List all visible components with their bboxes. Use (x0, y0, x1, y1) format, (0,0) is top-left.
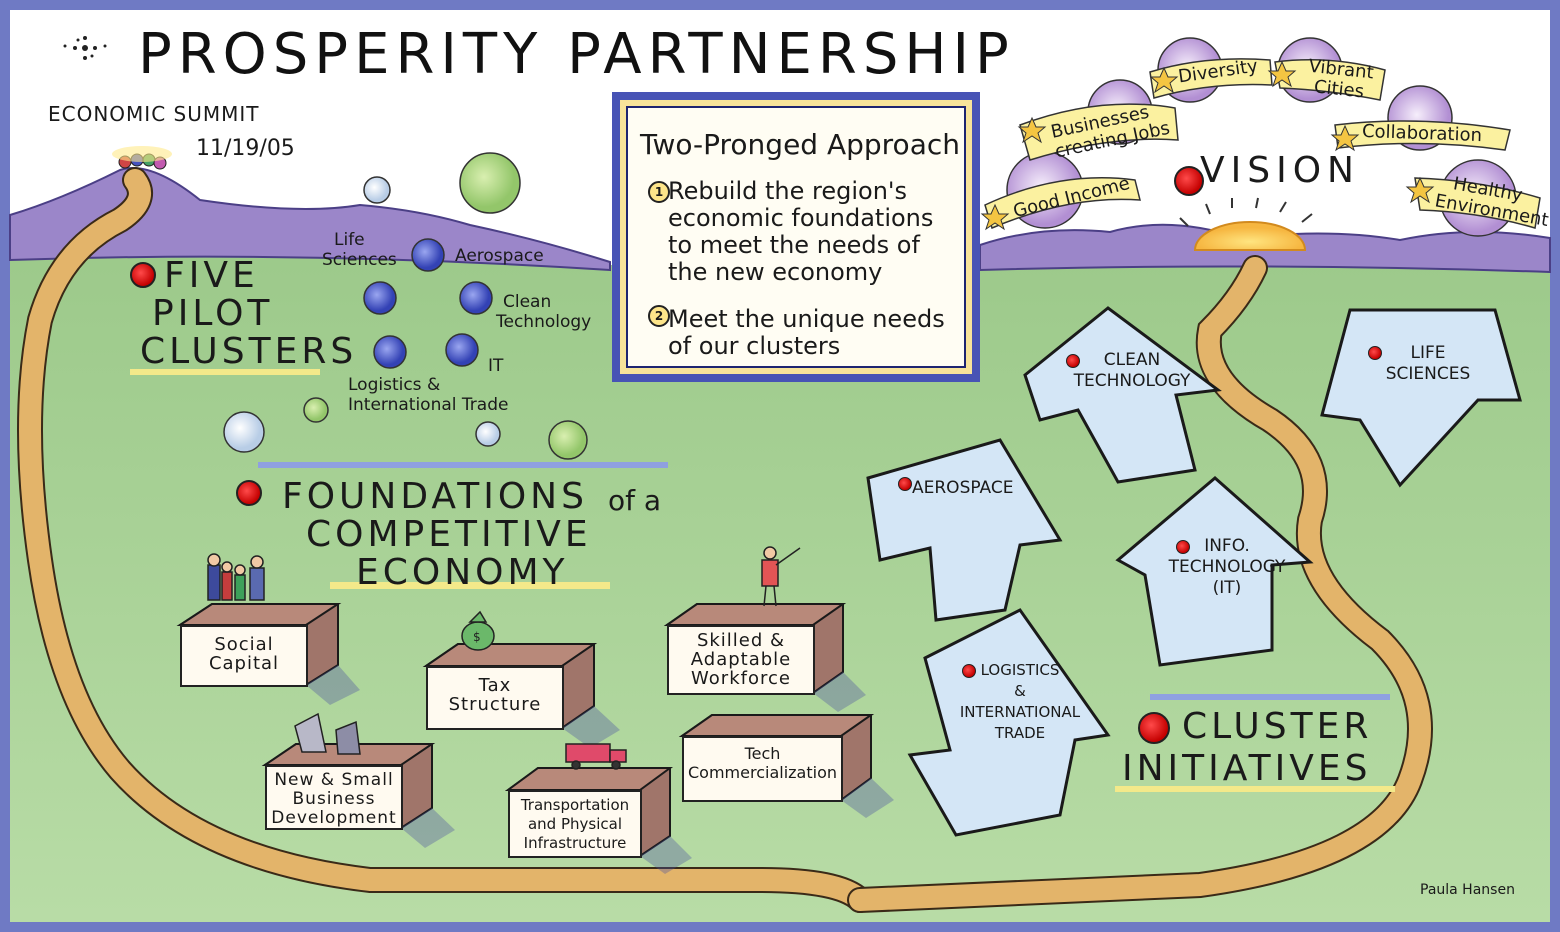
orb-green (459, 152, 521, 214)
bullet-aerospace (898, 477, 912, 491)
label-sciences: Sciences (322, 250, 397, 270)
bullet-vision (1174, 166, 1204, 196)
bullet-it (1176, 540, 1190, 554)
five-pilot-line2: PILOT (152, 293, 274, 334)
highlight-marks (130, 369, 1395, 792)
arrow-label-it: INFO.TECHNOLOGY(IT) (1168, 536, 1286, 598)
sun-icon (1193, 221, 1307, 251)
orb-logistics (373, 335, 407, 369)
artist-signature: Paula Hansen (1420, 882, 1515, 898)
label-technology: Technology (496, 312, 592, 332)
approach-item-2: Meet the unique needs of our clusters (668, 305, 945, 360)
person-pointing-icon (761, 546, 801, 607)
cluster-initiatives-line1: CLUSTER (1182, 706, 1373, 747)
foundations-of-a: of a (608, 484, 662, 517)
sun-rays (1179, 197, 1313, 227)
people-icon (112, 146, 172, 170)
banner-collaboration: Collaboration (1361, 120, 1483, 147)
bullet-five-pilot (130, 262, 156, 288)
poster-title: PROSPERITY PARTNERSHIP (138, 22, 1015, 87)
block-shadows (306, 665, 894, 874)
orb-lifesci (411, 238, 445, 272)
bullet-clean-tech (1066, 354, 1080, 368)
label-aerospace: Aerospace (455, 246, 544, 266)
buildings-icon (294, 712, 361, 755)
foundations-line1: FOUNDATIONS (282, 476, 588, 517)
orb-green-small (303, 397, 329, 423)
five-pilot-line3: CLUSTERS (140, 331, 358, 372)
approach-title: Two-Pronged Approach (640, 128, 960, 161)
truck-icon (565, 743, 627, 770)
approach-number-1: 1 (648, 181, 670, 203)
bullet-life-sci (1368, 346, 1382, 360)
label-it: IT (488, 356, 504, 376)
orb-clean (459, 281, 493, 315)
svg-text:$: $ (473, 630, 481, 644)
arrow-logistics (907, 608, 1111, 837)
event-name: ECONOMIC SUMMIT (48, 102, 260, 126)
vision-heading: VISION (1200, 150, 1360, 191)
arrow-it (1115, 476, 1314, 667)
vision-banners (984, 58, 1541, 230)
money-bag-icon: $ (461, 610, 495, 651)
orb-small (363, 281, 397, 315)
orb-it (445, 333, 479, 367)
arrow-clean-tech (1023, 306, 1222, 484)
event-date: 11/19/05 (196, 136, 295, 161)
approach-box (612, 92, 980, 382)
orb-light-2 (223, 411, 265, 453)
orb-light (363, 176, 391, 204)
label-logistics: Logistics & (348, 375, 441, 395)
orb-green-2 (548, 420, 588, 460)
label-intl-trade: International Trade (348, 395, 509, 415)
arrow-label-aerospace: AEROSPACE (912, 478, 1014, 498)
foundations-line2: COMPETITIVE (306, 514, 592, 555)
arrow-aerospace (866, 438, 1063, 622)
orb-light-3 (475, 421, 501, 447)
cluster-initiatives-line2: INITIATIVES (1122, 748, 1372, 789)
label-life: Life (334, 230, 365, 250)
five-pilot-line1: FIVE (164, 255, 259, 296)
bullet-cluster-initiatives (1138, 712, 1170, 744)
foundation-blocks (176, 603, 875, 858)
approach-item-1: Rebuild the region's economic foundation… (668, 177, 934, 286)
banner-vibrant-cities: Vibrant Cities (1307, 55, 1375, 103)
foundations-line3: ECONOMY (356, 552, 569, 593)
sparkle-icon (63, 36, 107, 60)
label-clean: Clean (503, 292, 552, 312)
people-icon (207, 553, 265, 601)
star-icon (980, 60, 1435, 231)
approach-number-2: 2 (648, 305, 670, 327)
bullet-logistics (962, 664, 976, 678)
bullet-foundations (236, 480, 262, 506)
